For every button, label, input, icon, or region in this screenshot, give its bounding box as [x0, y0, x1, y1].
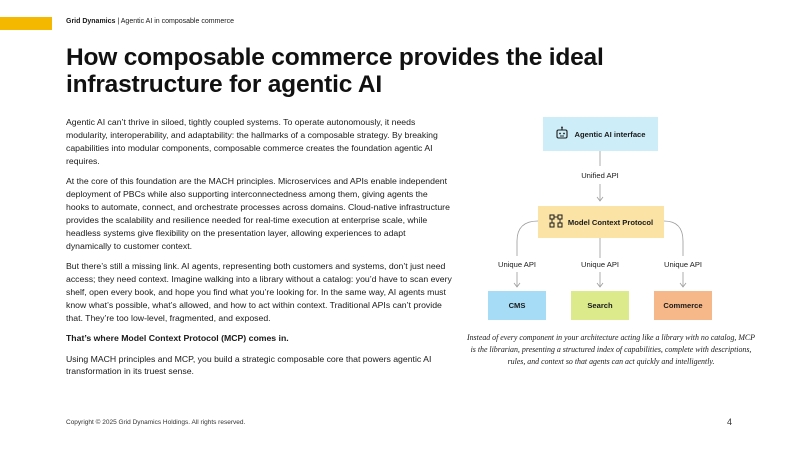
unique-api-label-cms: Unique API [498, 260, 536, 269]
header-section: Agentic AI in composable commerce [120, 18, 234, 25]
page-header: Grid Dynamics | Agentic AI in composable… [66, 17, 234, 26]
footer-copyright: Copyright © 2025 Grid Dynamics Holdings.… [66, 419, 246, 426]
arrow-cms [513, 282, 521, 288]
mcp-node: Model Context Protocol [538, 206, 664, 238]
agentic-ai-interface-label: Agentic AI interface [574, 129, 646, 139]
arrow-commerce [679, 282, 687, 288]
unique-api-label-commerce: Unique API [664, 260, 702, 269]
cms-node: CMS [488, 291, 546, 320]
paragraph-mcp-intro: That’s where Model Context Protocol (MCP… [66, 333, 289, 344]
paragraph-missing-link: But there’s still a missing link. AI age… [66, 261, 452, 323]
accent-bar [0, 17, 52, 30]
unified-api-label: Unified API [581, 171, 619, 180]
network-icon [549, 214, 563, 230]
commerce-label: Commerce [663, 301, 703, 310]
connector-left [516, 220, 539, 256]
page-title: How composable commerce provides the ide… [66, 44, 604, 98]
mcp-label: Model Context Protocol [567, 217, 654, 227]
header-separator: | [117, 18, 120, 25]
header-brand: Grid Dynamics [66, 18, 116, 25]
paragraph-mach: At the core of this foundation are the M… [66, 176, 450, 251]
arrow-unified [596, 196, 604, 202]
unique-api-label-search: Unique API [581, 260, 619, 269]
search-node: Search [571, 291, 629, 320]
arrow-search [596, 282, 604, 288]
search-label: Search [587, 301, 613, 310]
robot-icon [555, 126, 569, 142]
body-text: Agentic AI can’t thrive in siloed, tight… [66, 116, 452, 386]
diagram-caption: Instead of every component in your archi… [466, 333, 756, 367]
page-number: 4 [727, 417, 733, 427]
paragraph-conclusion: Using MACH principles and MCP, you build… [66, 353, 432, 377]
connector-right [663, 220, 684, 256]
architecture-diagram: Agentic AI interface Unified API Model C… [460, 108, 760, 328]
cms-label: CMS [508, 301, 526, 310]
agentic-ai-interface-node: Agentic AI interface [543, 117, 658, 151]
paragraph-intro: Agentic AI can’t thrive in siloed, tight… [66, 117, 438, 166]
commerce-node: Commerce [654, 291, 712, 320]
diagram-connectors [513, 151, 687, 288]
